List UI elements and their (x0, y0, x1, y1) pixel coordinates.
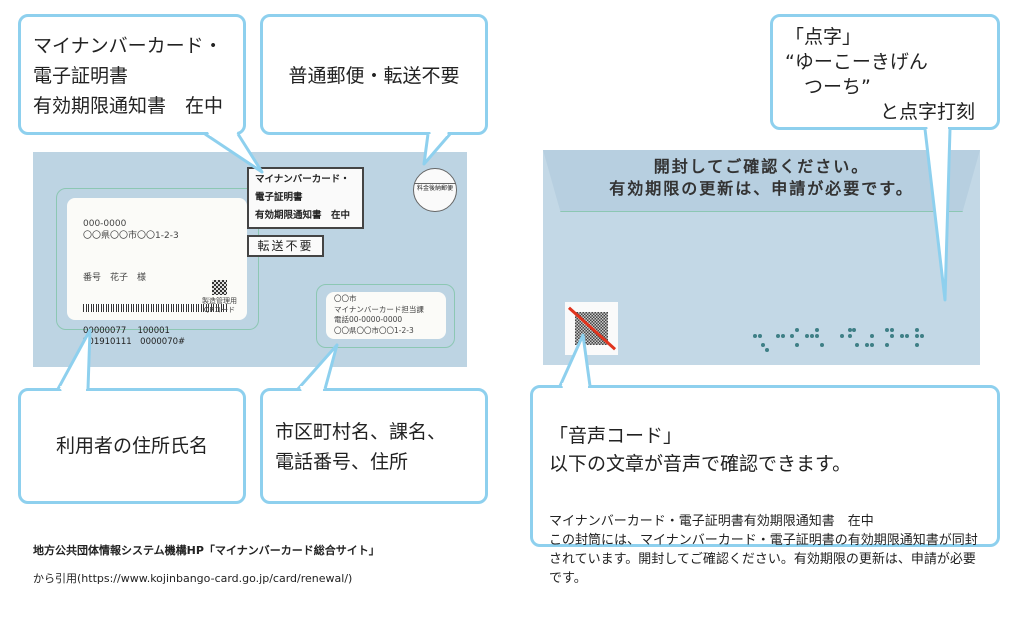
braille-dot (905, 334, 909, 338)
braille-dot (758, 334, 762, 338)
qr-label: 製造管理用 QRコード (202, 297, 237, 314)
recipient-name: 番号 花子 様 (83, 273, 147, 283)
contents-stamp: マイナンバーカード・ 電子証明書 有効期限通知書 在中 (247, 167, 364, 229)
callout-recipient: 利用者の住所氏名 (18, 388, 246, 504)
braille-dot (890, 328, 894, 332)
flap-text: 開封してご確認ください。 有効期限の更新は、申請が必要です。 (609, 157, 914, 198)
braille-dot (815, 328, 819, 332)
braille-dot (805, 334, 809, 338)
address-paper: 000-0000 〇〇県〇〇市〇〇1-2-3 番号 花子 様 00000077 … (67, 198, 247, 347)
braille-dot (781, 334, 785, 338)
braille-dot (915, 328, 919, 332)
braille-dot (753, 334, 757, 338)
braille-dot (761, 343, 765, 347)
braille-dot (810, 334, 814, 338)
braille-dot (870, 334, 874, 338)
sender-paper: 〇〇市 マイナンバーカード担当課 電話00-0000-0000 〇〇県〇〇市〇〇… (326, 292, 446, 339)
braille-dot (885, 328, 889, 332)
braille-dot (885, 343, 889, 347)
voice-code-title: 「音声コード」 以下の文章が音声で確認できます。 (549, 425, 852, 475)
envelope-front: 000-0000 〇〇県〇〇市〇〇1-2-3 番号 花子 様 00000077 … (33, 152, 467, 367)
braille-dot (848, 328, 852, 332)
braille-dot (776, 334, 780, 338)
no-forward-stamp: 転送不要 (247, 235, 324, 257)
callout-mail-type: 普通郵便・転送不要 (260, 14, 488, 135)
qr-code-icon (212, 280, 227, 295)
braille-dot (790, 334, 794, 338)
callout-contents: マイナンバーカード・ 電子証明書 有効期限通知書 在中 (18, 14, 246, 135)
envelope-back: 開封してご確認ください。 有効期限の更新は、申請が必要です。 (543, 150, 980, 365)
postage-label: 料金後納郵便 (414, 183, 456, 194)
envelope-flap (543, 150, 980, 212)
braille-dot (852, 328, 856, 332)
callout-sender: 市区町村名、課名、 電話番号、住所 (260, 388, 488, 504)
management-codes: 00000077 100001 201910111 0000070# (83, 326, 186, 347)
braille-dot (820, 343, 824, 347)
braille-dot (795, 328, 799, 332)
address-window (56, 188, 259, 330)
recipient-address: 000-0000 〇〇県〇〇市〇〇1-2-3 (83, 219, 179, 241)
braille-dot (920, 334, 924, 338)
braille-dot (855, 343, 859, 347)
barcode (83, 304, 228, 312)
callout-voice-code: 「音声コード」 以下の文章が音声で確認できます。 マイナンバーカード・電子証明書… (530, 385, 1000, 586)
braille-dot (795, 343, 799, 347)
braille-dot (765, 348, 769, 352)
braille-dot (815, 334, 819, 338)
voice-code-qr (565, 302, 618, 355)
braille-dot (890, 334, 894, 338)
braille-dot (840, 334, 844, 338)
callout-braille: 「点字」 “ゆーこーきげん つーち” と点字打刻 (770, 14, 1000, 130)
braille-dot (915, 343, 919, 347)
sender-window (316, 284, 455, 348)
braille-dot (848, 334, 852, 338)
postage-mark: 料金後納郵便 (413, 168, 457, 212)
braille-dot (870, 343, 874, 347)
braille-dot (915, 334, 919, 338)
braille-dot (900, 334, 904, 338)
braille-dot (865, 343, 869, 347)
voice-code-text: マイナンバーカード・電子証明書有効期限通知書 在中 この封筒には、マイナンバーカ… (549, 514, 978, 586)
source-line-1: 地方公共団体情報システム機構HP「マイナンバーカード総合サイト」 (33, 544, 380, 557)
source-line-2: から引用(https://www.kojinbango-card.go.jp/c… (33, 572, 353, 585)
